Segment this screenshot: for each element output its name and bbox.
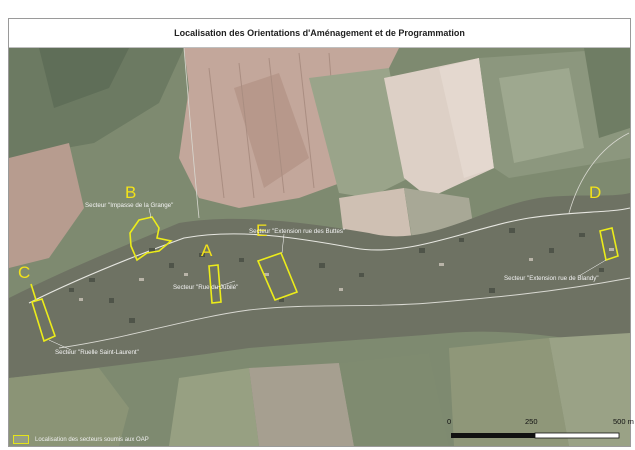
sector-a-letter: A — [201, 241, 213, 260]
sector-e-label: Secteur "Extension rue des Buttes" — [249, 228, 345, 235]
field — [309, 68, 409, 198]
leader-b — [148, 207, 152, 219]
sector-a-label: Secteur "Rue du Jubilé" — [173, 284, 238, 291]
field — [449, 338, 569, 446]
scale-tick-0: 0 — [447, 417, 452, 426]
secondary-road — [58, 277, 631, 349]
map-title: Localisation des Orientations d'Aménagem… — [174, 28, 465, 38]
aerial-map[interactable]: B A E C D Secteur "Impasse de la Grange"… — [9, 47, 631, 446]
sector-c-extension — [30, 283, 37, 301]
leader-e — [281, 233, 285, 254]
sector-e-letter: E — [256, 221, 267, 240]
scale-graphic — [451, 432, 620, 439]
field — [39, 48, 129, 108]
leader-c — [48, 339, 72, 351]
field — [339, 353, 449, 446]
scale-tick-250: 250 — [525, 417, 538, 426]
road — [568, 132, 630, 214]
field — [169, 368, 259, 446]
field — [9, 368, 129, 446]
roofs — [79, 248, 614, 301]
sector-d-label: Secteur "Extension rue de Blandy" — [504, 275, 599, 282]
buildings — [69, 228, 604, 323]
field — [584, 48, 630, 138]
leader-d — [578, 259, 607, 277]
main-road — [28, 207, 631, 304]
title-bar: Localisation des Orientations d'Aménagem… — [9, 19, 630, 48]
field — [9, 143, 84, 268]
road — [183, 47, 200, 219]
field — [249, 363, 354, 446]
sector-d-letter: D — [589, 183, 601, 202]
field — [234, 73, 309, 188]
sector-a-outline[interactable] — [208, 264, 222, 304]
legend-swatch — [13, 435, 29, 444]
leader-a — [214, 280, 236, 289]
sector-b-outline[interactable] — [129, 216, 173, 262]
sector-e-outline[interactable] — [256, 251, 299, 302]
field — [499, 68, 584, 163]
sector-d-outline[interactable] — [599, 227, 619, 262]
map-frame: Localisation des Orientations d'Aménagem… — [8, 18, 634, 447]
sector-c-outline[interactable] — [30, 298, 56, 343]
sector-b-label: Secteur "Impasse de la Grange" — [85, 202, 173, 209]
scale-tick-500: 500 m — [613, 417, 634, 426]
legend-label: Localisation des secteurs soumis aux OAP — [35, 436, 149, 443]
field — [549, 333, 630, 446]
sector-c-letter: C — [18, 263, 30, 282]
map-legend: Localisation des secteurs soumis aux OAP — [13, 433, 263, 446]
field — [439, 58, 494, 178]
sector-c-label: Secteur "Ruelle Saint-Laurent" — [55, 349, 139, 356]
field-stripes — [208, 52, 340, 199]
sector-b-letter: B — [125, 183, 136, 202]
scale-bar: 0 250 500 m — [445, 417, 635, 445]
